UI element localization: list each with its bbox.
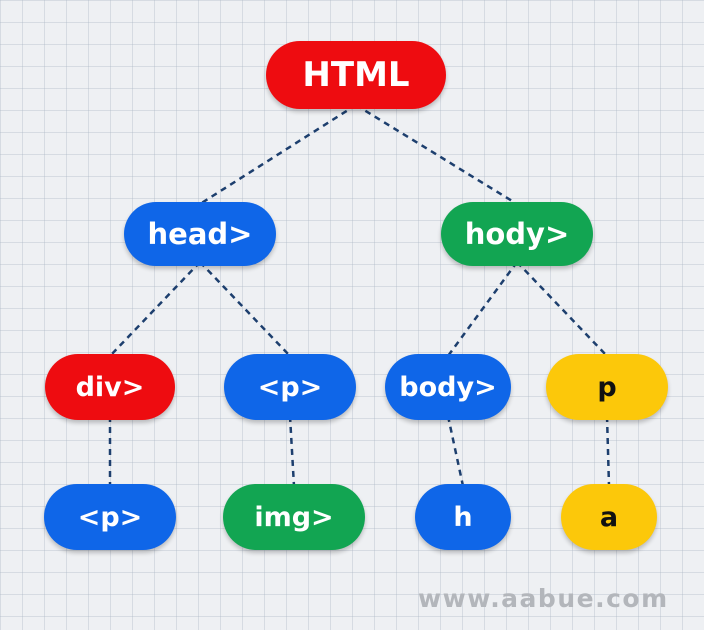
node-body: body> — [385, 354, 511, 420]
node-a: a — [561, 484, 657, 550]
edge-html-hody — [355, 103, 518, 206]
node-p-2: p — [546, 354, 668, 420]
node-hody: hody> — [441, 202, 593, 266]
node-p-1-label: <p> — [257, 371, 323, 403]
node-body-label: body> — [399, 371, 497, 403]
node-img: img> — [223, 484, 365, 550]
node-h: h — [415, 484, 511, 550]
watermark-text: www.aabue.com — [418, 584, 669, 613]
edge-p2-a — [605, 415, 611, 487]
node-p-3-label: <p> — [77, 501, 143, 533]
edge-hody-body — [446, 261, 519, 357]
node-img-label: img> — [254, 501, 334, 533]
edge-p1-img — [288, 415, 296, 487]
node-head-label: head> — [147, 217, 253, 251]
node-head: head> — [124, 202, 276, 266]
node-html-label: HTML — [302, 55, 410, 95]
node-p-1: <p> — [224, 354, 356, 420]
node-a-label: a — [599, 501, 619, 533]
edge-body-h — [446, 415, 465, 487]
node-hody-label: hody> — [464, 217, 570, 251]
edge-head-div — [109, 261, 201, 357]
node-p-2-label: p — [597, 371, 617, 403]
node-div-label: div> — [75, 371, 145, 403]
node-h-label: h — [453, 501, 473, 533]
node-p-3: <p> — [44, 484, 176, 550]
node-html: HTML — [266, 41, 446, 109]
node-div: div> — [45, 354, 175, 420]
edge-hody-p2 — [516, 261, 608, 357]
edge-html-head — [199, 103, 357, 206]
edge-head-p1 — [199, 261, 291, 357]
